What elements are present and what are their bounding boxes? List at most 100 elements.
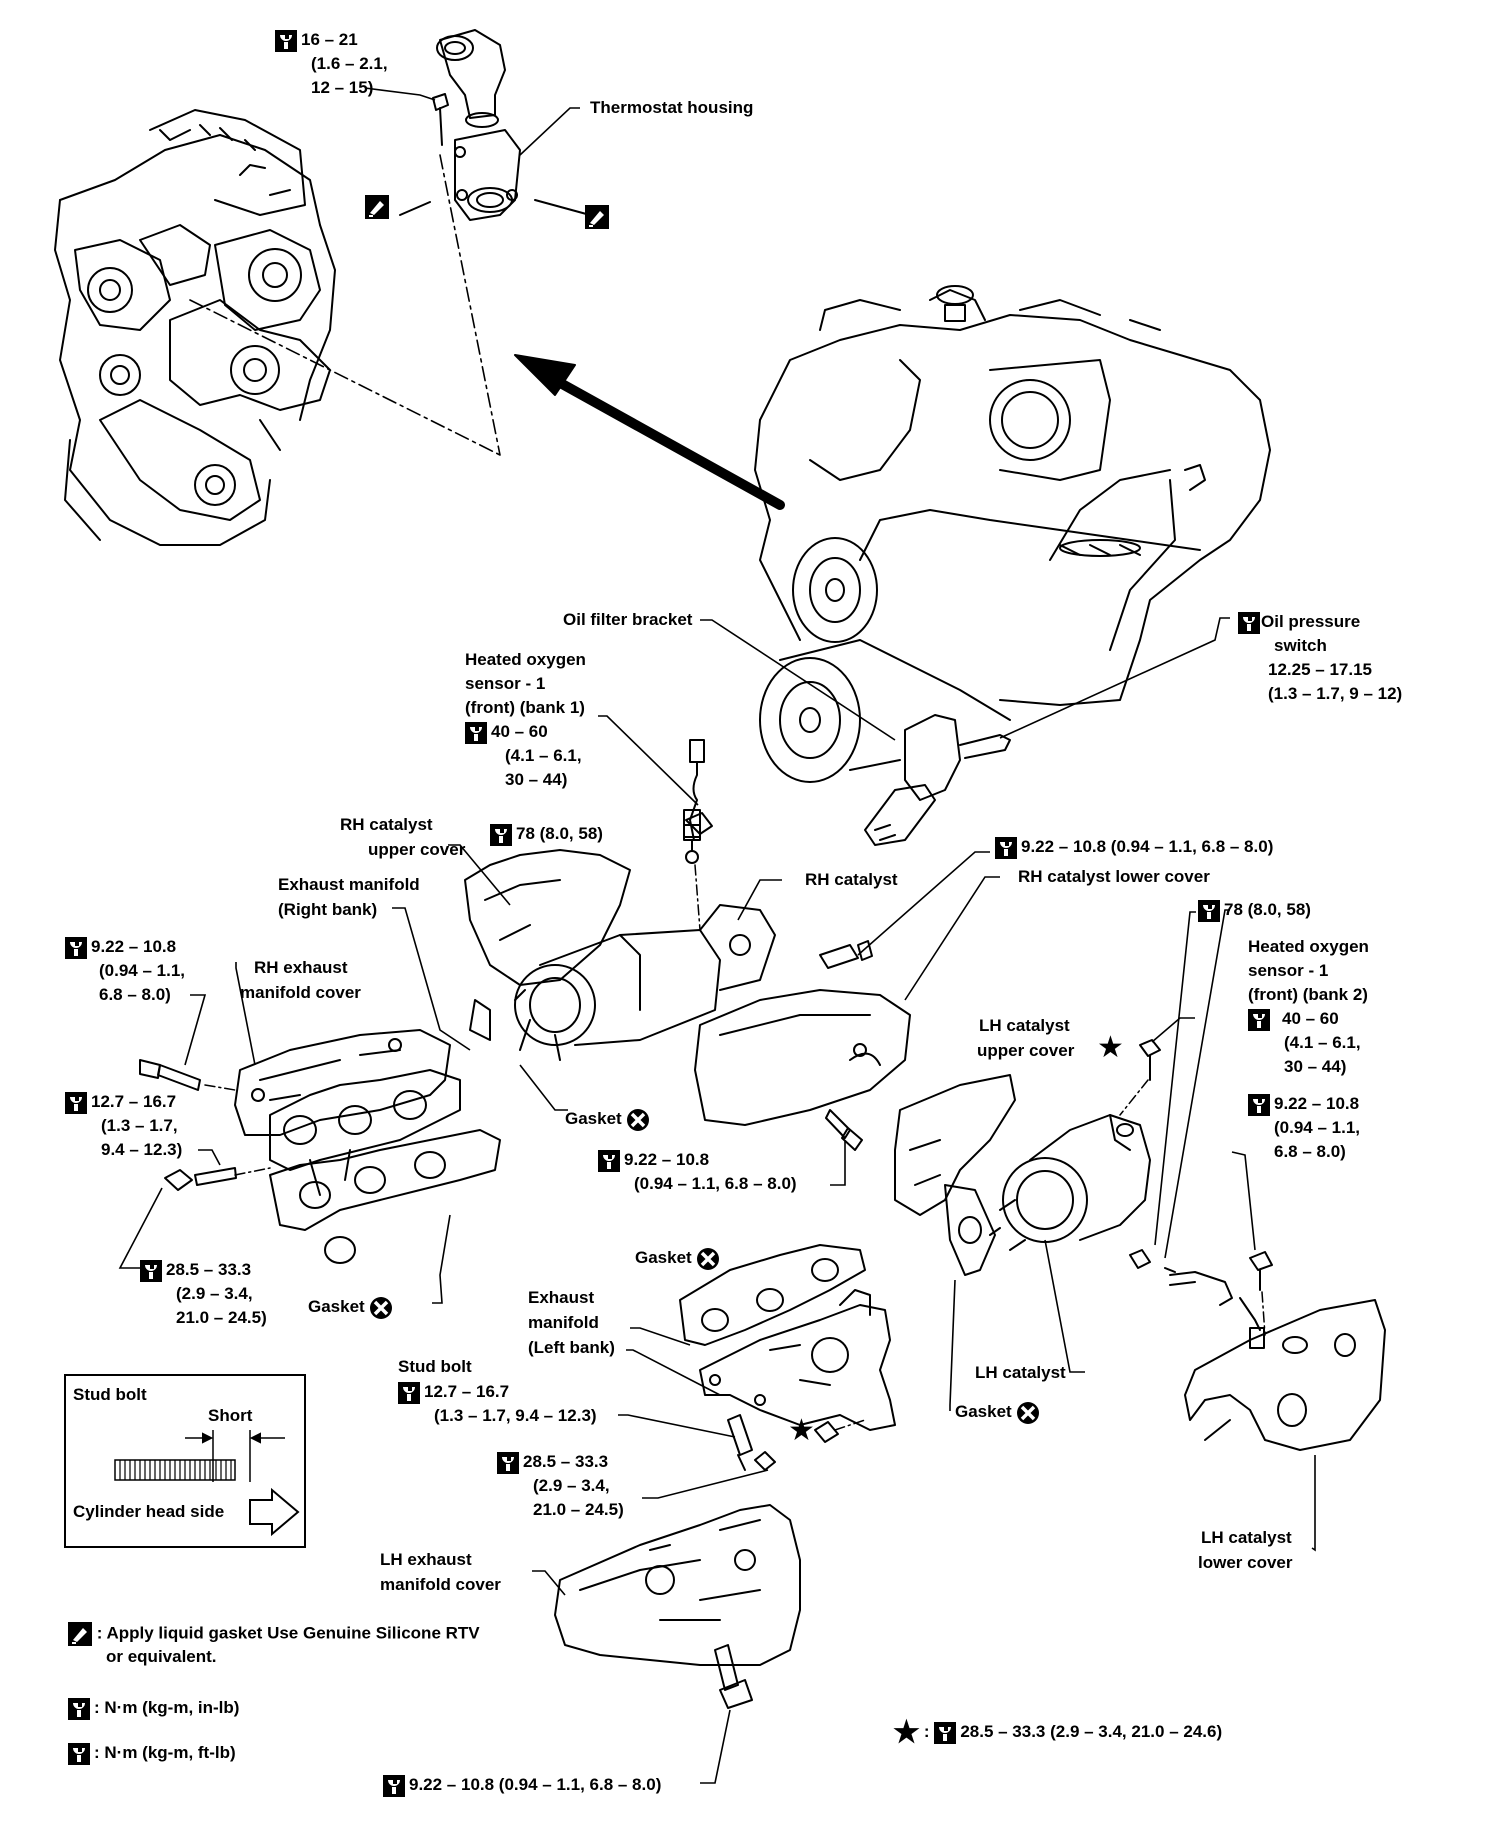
torque-value: 28.5 – 33.3 — [523, 1452, 609, 1471]
label-line: switch — [1274, 636, 1327, 655]
gasket-lh-label: Gasket — [955, 1400, 1040, 1425]
torque-nut-center-label: 28.5 – 33.3 (2.9 – 3.4, 21.0 – 24.5) — [497, 1450, 624, 1522]
do-not-reuse-icon — [626, 1108, 650, 1132]
gasket-left-drawing — [679, 1244, 866, 1346]
direction-arrow — [550, 375, 785, 510]
rh-catalyst-label: RH catalyst — [805, 870, 898, 889]
torque-stud-left-label: 12.7 – 16.7 (1.3 – 1.7, 9.4 – 12.3) — [65, 1090, 182, 1162]
torque-center-mid-label: 9.22 – 10.8 (0.94 – 1.1, 6.8 – 8.0) — [598, 1148, 797, 1196]
star-icon: ★ — [893, 1715, 920, 1749]
rh-catalyst-upper-cover-drawing — [464, 849, 631, 986]
torque-value: 6.8 – 8.0) — [99, 985, 171, 1004]
torque-wrench-icon — [140, 1260, 162, 1282]
exhaust-manifold-right-drawing — [269, 1069, 461, 1196]
label-line: (Right bank) — [278, 900, 378, 919]
torque-78-right-label: 78 (8.0, 58) — [1198, 898, 1311, 922]
legend-text: : N·m (kg-m, in-lb) — [94, 1698, 240, 1717]
torque-value: 30 – 44) — [505, 770, 568, 789]
rh-exhaust-manifold-cover-drawing — [234, 1029, 451, 1136]
label-line: Gasket — [308, 1297, 365, 1316]
torque-left-top-label: 9.22 – 10.8 (0.94 – 1.1, 6.8 – 8.0) — [65, 935, 185, 1007]
exhaust-manifold-left-label: Exhaust manifold (Left bank) — [528, 1285, 615, 1360]
torque-value: (2.9 – 3.4, — [176, 1284, 253, 1303]
torque-value: (2.9 – 3.4, — [533, 1476, 610, 1495]
inset-cylinder-head-side-label: Cylinder head side — [73, 1502, 225, 1521]
torque-value: 30 – 44) — [1284, 1057, 1347, 1076]
torque-wrench-filled-icon — [383, 1775, 405, 1797]
thermostat-housing-drawing — [399, 29, 591, 221]
oil-filter-bracket-label: Oil filter bracket — [563, 610, 693, 629]
torque-value: 21.0 – 24.5) — [176, 1308, 267, 1327]
torque-value: (4.1 – 6.1, — [505, 746, 582, 765]
inset-stud-bolt-title: Stud bolt — [73, 1385, 147, 1404]
label-line: Oil pressure — [1261, 612, 1361, 631]
oil-pressure-switch-label: Oil pressure switch 12.25 – 17.15 (1.3 –… — [1238, 610, 1402, 706]
exhaust-manifold-left-drawing — [699, 1289, 896, 1431]
label-line: RH catalyst — [340, 815, 433, 834]
liquid-gasket-icon — [365, 195, 389, 224]
torque-value: 9.22 – 10.8 — [624, 1150, 710, 1169]
do-not-reuse-icon — [369, 1296, 393, 1320]
thermostat-torque-label: 16 – 21 (1.6 – 2.1, 12 – 15) — [275, 28, 388, 100]
leader-lines — [118, 87, 1316, 1784]
star-icon: ★ — [788, 1413, 815, 1447]
torque-wrench-icon — [598, 1150, 620, 1172]
torque-value: 12.7 – 16.7 — [91, 1092, 177, 1111]
label-line: Gasket — [955, 1402, 1012, 1421]
torque-stud-center-label: 12.7 – 16.7 (1.3 – 1.7, 9.4 – 12.3) — [398, 1380, 597, 1428]
torque-wrench-icon — [1238, 612, 1260, 634]
label-line: lower cover — [1198, 1553, 1293, 1572]
lh-exhaust-manifold-cover-drawing — [554, 1504, 801, 1666]
torque-value: 78 (8.0, 58) — [516, 824, 603, 843]
label-line: LH catalyst — [1201, 1528, 1292, 1547]
legend-text: : N·m (kg-m, ft-lb) — [94, 1743, 236, 1762]
rh-catalyst-drawing — [469, 904, 776, 1061]
torque-value: 21.0 – 24.5) — [533, 1500, 624, 1519]
torque-value: 9.22 – 10.8 — [91, 937, 177, 956]
rh-catalyst-upper-cover-label: RH catalyst upper cover — [338, 812, 465, 862]
lh-catalyst-drawing — [989, 1114, 1151, 1251]
torque-value: (1.3 – 1.7, 9.4 – 12.3) — [434, 1406, 597, 1425]
rh-lower-cover-torque-label: 9.22 – 10.8 (0.94 – 1.1, 6.8 – 8.0) — [995, 835, 1273, 859]
legend-torque-ftlb: : N·m (kg-m, ft-lb) — [68, 1741, 236, 1765]
torque-wrench-icon — [398, 1382, 420, 1404]
torque-value: 9.22 – 10.8 — [1274, 1094, 1360, 1113]
torque-wrench-icon — [65, 937, 87, 959]
label-line: (front) (bank 1) — [465, 698, 585, 717]
star-icon: ★ — [1097, 1030, 1124, 1064]
torque-value: 28.5 – 33.3 (2.9 – 3.4, 21.0 – 24.6) — [960, 1722, 1223, 1741]
stud-bolt-inset — [64, 1374, 306, 1548]
gasket-left-label: Gasket — [635, 1246, 720, 1271]
torque-value: 6.8 – 8.0) — [1274, 1142, 1346, 1161]
lh-exhaust-manifold-cover-label: LH exhaust manifold cover — [380, 1547, 501, 1597]
torque-nut-left-label: 28.5 – 33.3 (2.9 – 3.4, 21.0 – 24.5) — [140, 1258, 267, 1330]
torque-value: 12.7 – 16.7 — [424, 1382, 510, 1401]
torque-wrench-icon — [995, 837, 1017, 859]
heated-o2-bank2-label: Heated oxygen sensor - 1 (front) (bank 2… — [1248, 935, 1369, 1079]
torque-value: 16 – 21 — [301, 30, 358, 49]
gasket-right-drawing — [269, 1129, 501, 1264]
lh-catalyst-lower-cover-label: LH catalyst lower cover — [1198, 1525, 1293, 1575]
heated-o2-bank1-label: Heated oxygen sensor - 1 (front) (bank 1… — [465, 648, 586, 792]
gasket-lh-catalyst-drawing — [944, 1184, 996, 1276]
label-line: (Left bank) — [528, 1338, 615, 1357]
torque-78-label: 78 (8.0, 58) — [490, 822, 603, 846]
label-line: LH catalyst — [979, 1016, 1070, 1035]
label-line: Exhaust — [528, 1288, 595, 1307]
label-line: upper cover — [977, 1041, 1075, 1060]
label-line: RH exhaust — [254, 958, 348, 977]
label-line: Heated oxygen — [465, 650, 586, 669]
gasket-right-label: Gasket — [308, 1295, 393, 1320]
label-line: LH exhaust — [380, 1550, 472, 1569]
rh-catalyst-lower-cover-label: RH catalyst lower cover — [1018, 867, 1210, 886]
torque-value: 12.25 – 17.15 — [1268, 660, 1372, 679]
label-line: manifold — [528, 1313, 599, 1332]
label-line: Exhaust manifold — [278, 875, 420, 894]
torque-wrench-icon — [68, 1743, 90, 1765]
torque-wrench-icon — [934, 1722, 956, 1744]
torque-value: (0.94 – 1.1, 6.8 – 8.0) — [634, 1174, 797, 1193]
torque-right-mid-label: 9.22 – 10.8 (0.94 – 1.1, 6.8 – 8.0) — [1248, 1092, 1360, 1164]
legend-text: : Apply liquid gasket Use Genuine Silico… — [96, 1623, 480, 1643]
torque-value: 28.5 – 33.3 — [166, 1260, 252, 1279]
